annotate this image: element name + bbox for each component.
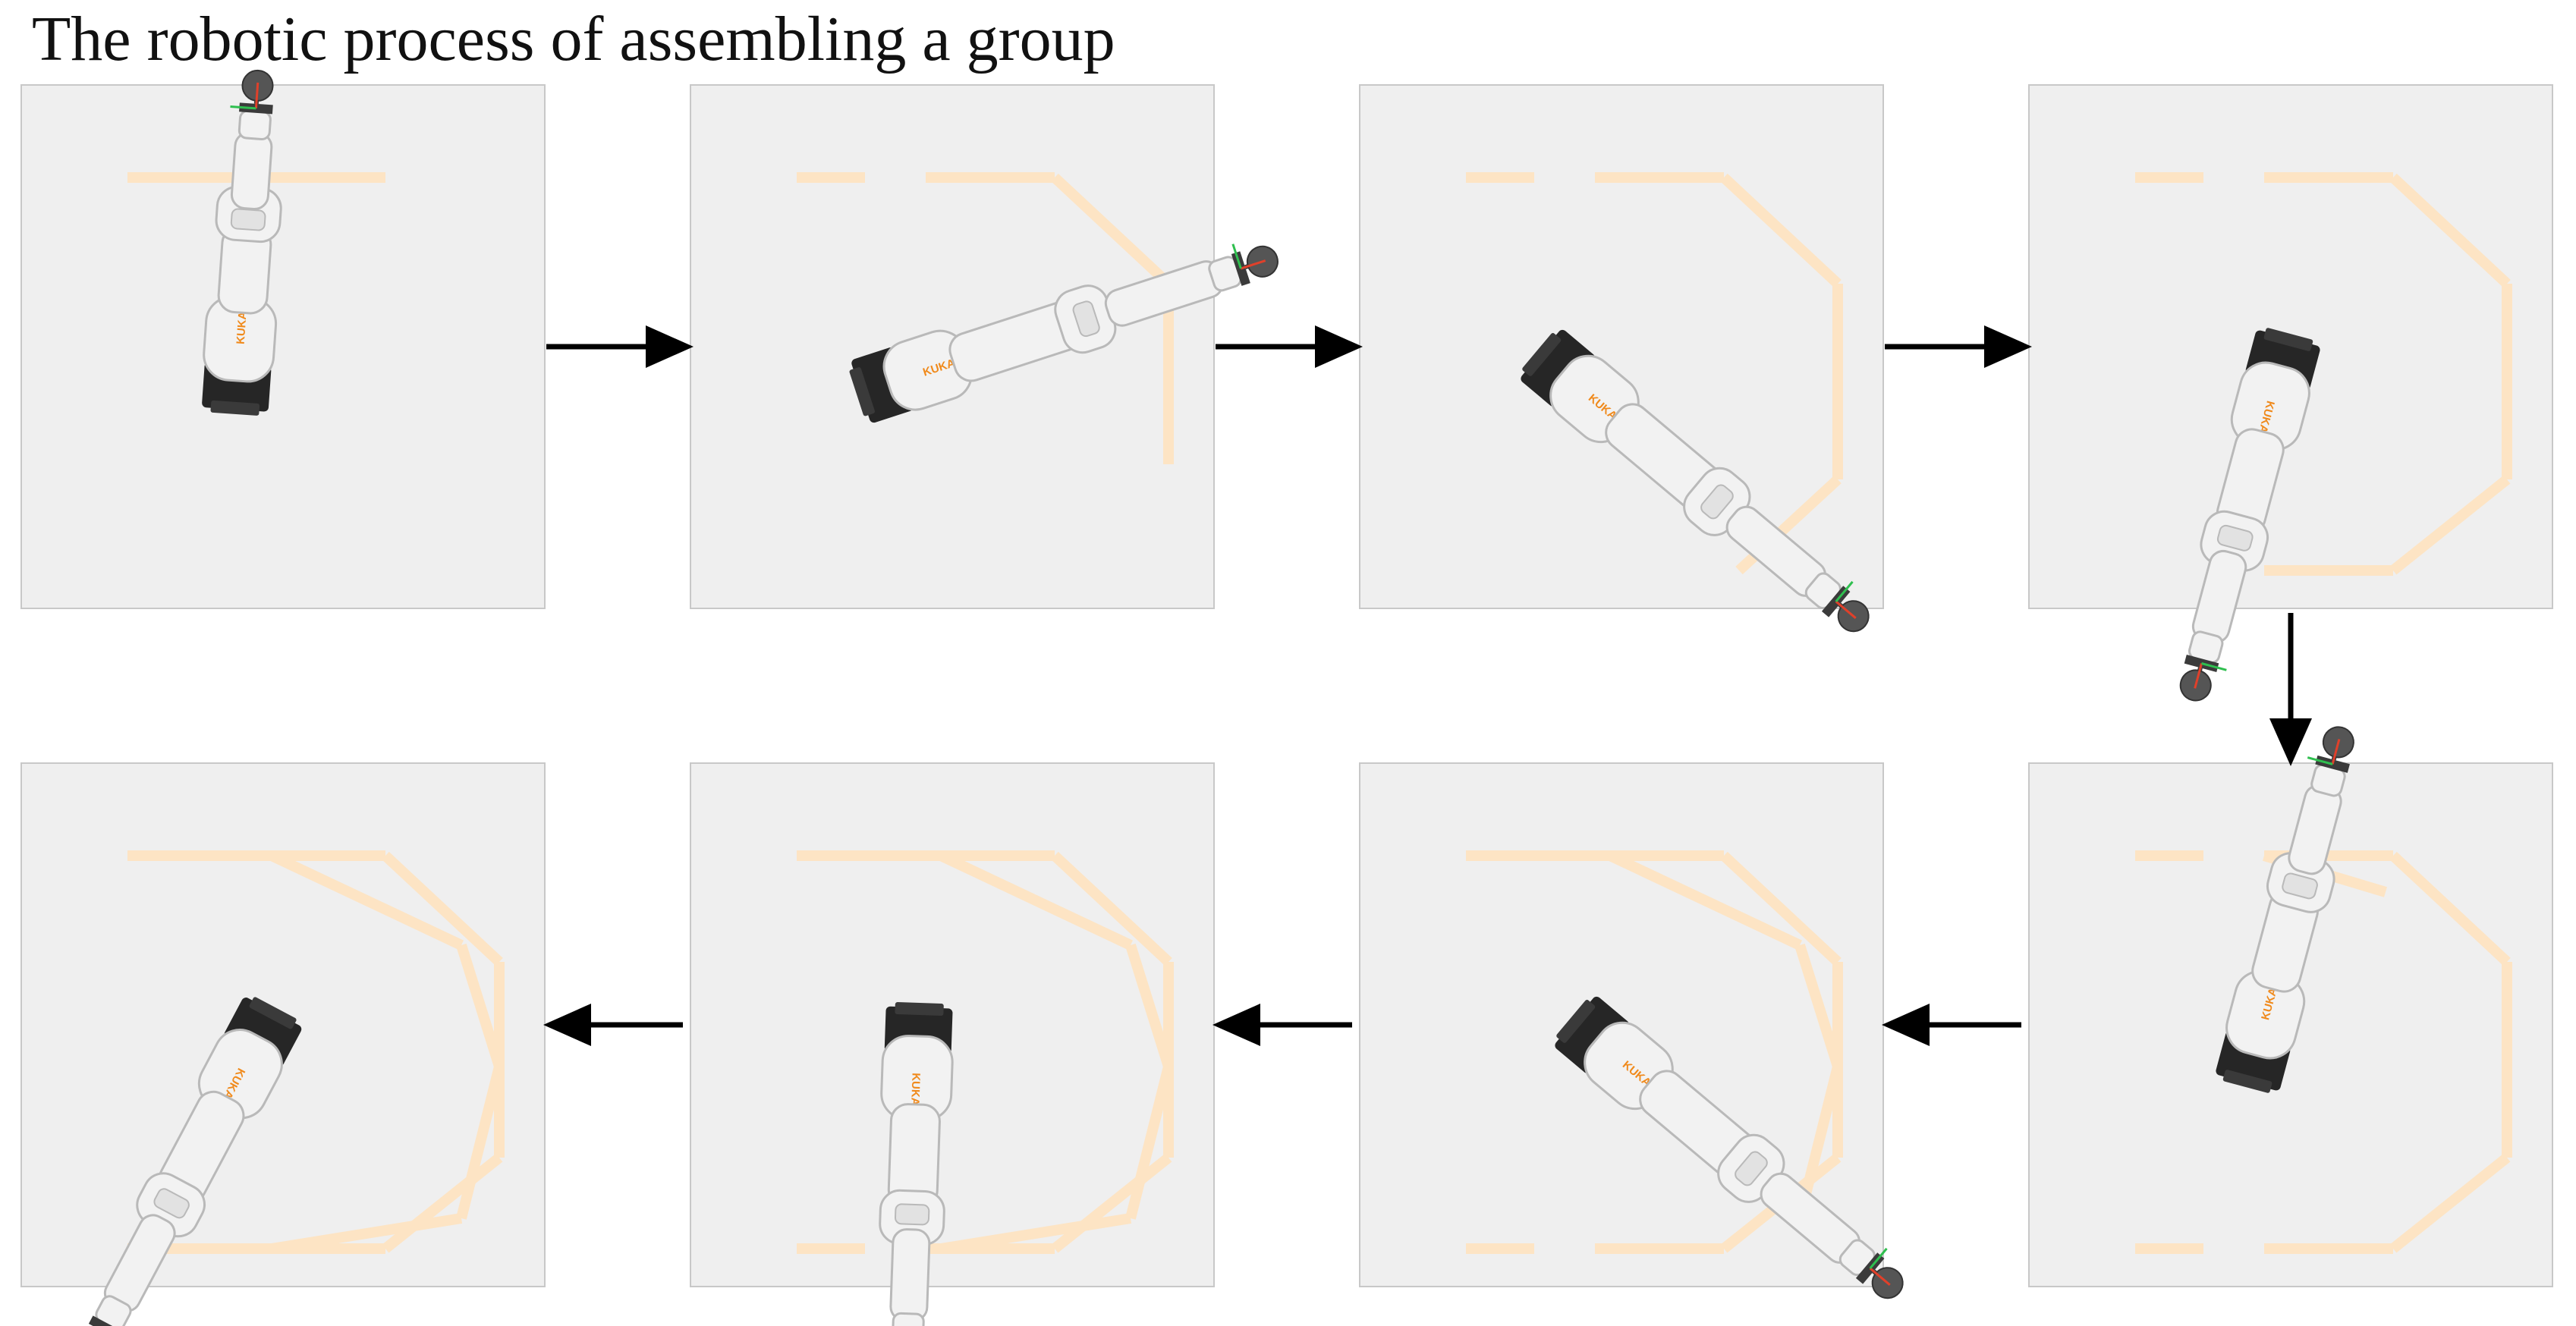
beam bbox=[1720, 173, 1842, 288]
robot-base bbox=[1555, 996, 1630, 1073]
robot-elbow-joint bbox=[1700, 484, 1734, 520]
robot-arm: KUKA bbox=[202, 69, 282, 416]
step-panel-6: KUKA bbox=[1359, 762, 1904, 1299]
robot-elbow-joint bbox=[894, 1203, 930, 1226]
robot-elbow-joint bbox=[1072, 300, 1100, 338]
tcp-axis-y bbox=[1835, 580, 1854, 602]
step-panel-3: KUKA bbox=[1359, 84, 1884, 633]
figure-title: The robotic process of assembling a grou… bbox=[32, 4, 1115, 74]
robot-arm: KUKA bbox=[1521, 329, 1870, 633]
beam bbox=[1125, 943, 1174, 1069]
step-panel-7: KUKA bbox=[690, 762, 1215, 1326]
robot-base-mount bbox=[2263, 328, 2313, 351]
beam bbox=[1608, 850, 1802, 951]
robot-base-mount bbox=[1556, 1000, 1596, 1043]
robot-brand-label: KUKA bbox=[908, 1073, 923, 1106]
step-panel-4: KUKA bbox=[2028, 84, 2553, 702]
beam-layout bbox=[127, 850, 505, 1254]
beam bbox=[456, 1065, 505, 1220]
robot-elbow-joint bbox=[2216, 524, 2254, 551]
robot-arm: KUKA bbox=[2179, 328, 2320, 702]
robot-elbow-joint bbox=[2282, 872, 2318, 900]
robot-elbow-joint bbox=[1735, 1151, 1768, 1186]
robot-arm: KUKA bbox=[1555, 996, 1904, 1299]
beam bbox=[1125, 1065, 1174, 1220]
beam bbox=[269, 850, 464, 951]
beam bbox=[1794, 943, 1843, 1069]
tcp-axis-y bbox=[230, 105, 256, 110]
robot-base-mount bbox=[1522, 333, 1562, 376]
beam bbox=[2389, 1153, 2511, 1253]
beam bbox=[939, 850, 1133, 951]
beam bbox=[1051, 173, 1172, 288]
beam bbox=[1051, 1153, 1172, 1253]
beam bbox=[2389, 851, 2511, 966]
tcp-axis-x bbox=[2331, 739, 2341, 765]
step-panel-1: KUKA bbox=[20, 69, 546, 609]
tcp-axis-x bbox=[1240, 259, 1266, 270]
tcp-axis-y bbox=[1231, 244, 1242, 269]
beam bbox=[456, 943, 505, 1069]
robot-base bbox=[1521, 329, 1596, 407]
robot-wrist bbox=[892, 1312, 925, 1326]
robot-elbow-joint bbox=[153, 1188, 190, 1219]
tcp-axis-x bbox=[254, 82, 259, 108]
robot-arm: KUKA bbox=[88, 997, 302, 1326]
robot-wrist bbox=[237, 109, 272, 140]
beam bbox=[1051, 851, 1172, 966]
robot-base-mount bbox=[849, 367, 875, 416]
robot-forearm bbox=[889, 1228, 931, 1322]
beam bbox=[382, 851, 503, 966]
robot-base-mount bbox=[2222, 1070, 2272, 1093]
robot-base-mount bbox=[249, 997, 297, 1029]
beam-layout bbox=[797, 172, 1174, 464]
beam-layout bbox=[2135, 172, 2512, 576]
beam bbox=[1720, 851, 1842, 966]
robot-flange bbox=[88, 1315, 123, 1326]
robot-base-mount bbox=[895, 1002, 944, 1016]
beam bbox=[2389, 173, 2511, 288]
robot-elbow-joint bbox=[230, 208, 266, 231]
tcp-axis-x bbox=[1869, 1267, 1891, 1286]
tcp-axis-y bbox=[2201, 662, 2227, 671]
robot-base bbox=[224, 998, 302, 1067]
robot-arm: KUKA bbox=[849, 244, 1279, 423]
step-panel-8: KUKA bbox=[20, 762, 546, 1326]
robot-brand-label: KUKA bbox=[234, 311, 250, 345]
step-panel-2: KUKA bbox=[690, 84, 1279, 609]
step-panel-5: KUKA bbox=[2028, 726, 2553, 1287]
robot-forearm bbox=[230, 131, 273, 210]
panel-background bbox=[1359, 84, 1884, 609]
tcp-axis-y bbox=[1869, 1247, 1888, 1269]
panel-background bbox=[20, 84, 546, 609]
beam bbox=[270, 1213, 463, 1254]
beam-layout bbox=[797, 850, 1174, 1254]
beam bbox=[939, 1213, 1132, 1254]
beam bbox=[382, 1153, 503, 1253]
robot-arm: KUKA bbox=[2216, 726, 2354, 1093]
tcp-axis-x bbox=[2194, 663, 2203, 689]
beam bbox=[2389, 475, 2511, 575]
tcp-axis-x bbox=[1835, 600, 1857, 619]
robot-arm: KUKA bbox=[879, 1002, 954, 1326]
robot-base-mount bbox=[210, 400, 260, 416]
